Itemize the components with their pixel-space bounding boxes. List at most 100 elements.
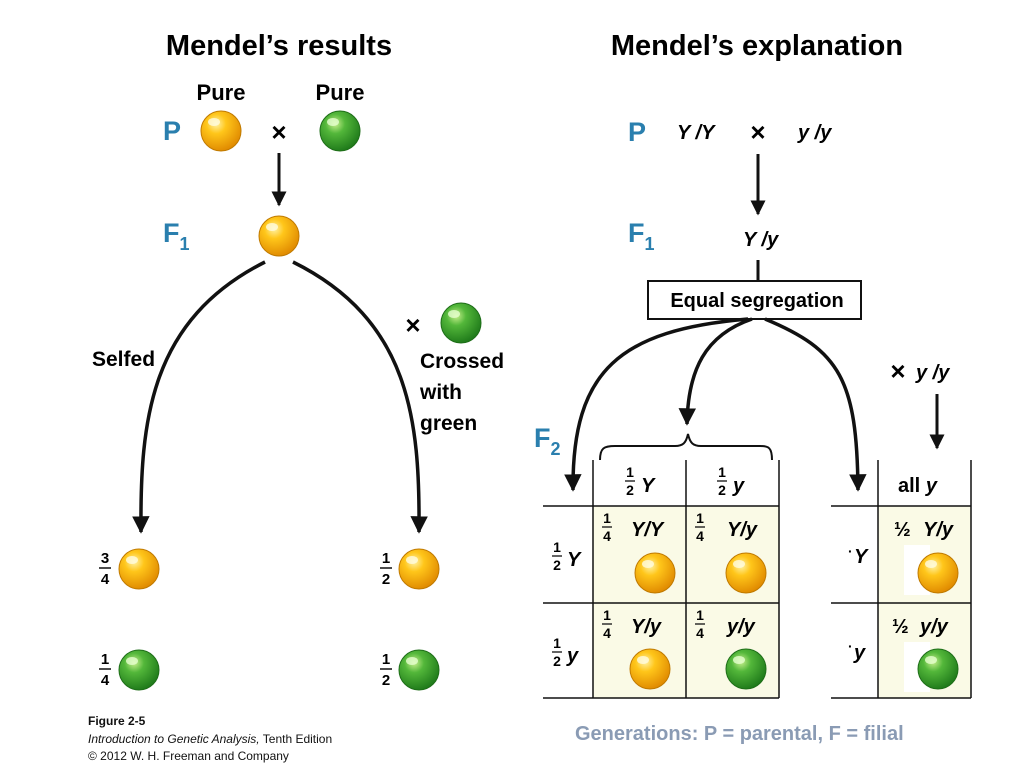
selfed-label: Selfed [92,348,155,371]
left-title: Mendel’s results [166,30,392,62]
punnett-cell-Yy-top: 1 4 Y/y [695,510,767,594]
book-title: Introduction to Genetic Analysis, [88,732,260,746]
crossed-yellow-ratio: 1 2 [380,550,392,588]
right-title: Mendel’s explanation [611,30,903,62]
crossed-label-line-2: with [419,381,462,404]
svg-text:1: 1 [101,651,109,668]
column-header-Y: 1 2 Y [625,464,656,498]
svg-text:2: 2 [626,482,634,498]
book-edition: Tenth Edition [259,732,333,746]
testcross-cross-symbol-right: × [890,356,905,386]
figure-number: Figure 2-5 [88,714,146,728]
svg-text:2: 2 [553,653,561,669]
green-pea-icon [725,648,767,690]
svg-text:1: 1 [382,651,390,668]
segregation-to-punnett-rows-arrow [564,317,749,492]
yellow-pea-icon [917,552,959,594]
svg-text:1: 1 [603,510,611,526]
testcross-genotype: y /y [915,362,950,384]
column-header-y: 1 2 y [717,464,745,498]
cross-symbol: × [271,117,286,147]
parent-genotype-yy-recessive: y /y [797,122,832,144]
pure-label-yellow: Pure [197,80,246,105]
svg-text:4: 4 [696,625,704,641]
svg-text:1: 1 [718,464,726,480]
svg-text:y: y [566,645,579,667]
svg-text:1: 1 [553,635,561,651]
svg-text:y/y: y/y [919,616,949,638]
punnett-square [543,460,780,699]
testcross-green-pea-icon [440,302,482,344]
right-f1-label: F1 [628,218,655,254]
svg-text:3: 3 [101,550,109,567]
pure-label-green: Pure [316,80,365,105]
testcross-row-fragment-bottom: · [848,638,853,654]
svg-text:Y: Y [567,549,582,571]
testcross-row-fragment-top: · [848,543,853,559]
left-p-label: P [163,116,181,146]
book-citation: Introduction to Genetic Analysis, Tenth … [88,732,332,746]
selfed-yellow-pea-icon [118,548,160,590]
testcross-column-header: all y [898,475,938,497]
svg-text:1: 1 [696,607,704,623]
right-cross-symbol: × [750,117,765,147]
selfed-arrow [132,260,266,534]
svg-text:Y/y: Y/y [631,616,662,638]
f2-label: F2 [534,423,561,459]
svg-text:2: 2 [382,672,390,689]
svg-text:½: ½ [894,519,911,541]
svg-text:2: 2 [718,482,726,498]
svg-text:Y: Y [641,475,656,497]
punnett-cell-YY: 1 4 Y/Y [602,510,676,594]
svg-text:½: ½ [892,616,909,638]
testcross-cell-top: ½ Y/y [894,519,959,594]
svg-text:4: 4 [603,625,611,641]
yellow-pea-icon [200,110,242,152]
f1-genotype: Y /y [743,229,779,251]
generations-note: Generations: P = parental, F = filial [575,723,904,745]
copyright-line: © 2012 W. H. Freeman and Company [88,749,289,763]
svg-text:2: 2 [553,557,561,573]
svg-text:1: 1 [382,550,390,567]
segregation-box [647,280,862,320]
svg-text:1: 1 [553,539,561,555]
svg-text:y: y [732,475,745,497]
selfed-green-pea-icon [118,649,160,691]
svg-text:Y/y: Y/y [923,519,954,541]
testcross-row-Y: Y [854,546,869,568]
crossed-arrow [292,260,428,534]
svg-text:Y/Y: Y/Y [631,519,665,541]
svg-text:2: 2 [382,571,390,588]
crossed-green-pea-icon [398,649,440,691]
crossed-label-line-1: Crossed [420,350,504,373]
left-f1-label: F1 [163,218,190,254]
testcross-cell-bottom: ½ y/y [892,616,959,690]
crossed-label-line-3: green [420,412,477,435]
segregation-label: Equal segregation [670,290,843,312]
right-p-label: P [628,117,646,147]
yellow-pea-icon [725,552,767,594]
svg-text:1: 1 [696,510,704,526]
yellow-pea-icon [629,648,671,690]
green-pea-icon [917,648,959,690]
punnett-cell-Yy-bottom: 1 4 Y/y [602,607,671,690]
svg-text:1: 1 [626,464,634,480]
crossed-yellow-pea-icon [398,548,440,590]
segregation-to-testcross-arrow [764,317,867,492]
column-brace [599,433,773,461]
punnett-cell-yy: 1 4 y/y [695,607,767,690]
selfed-yellow-ratio: 3 4 [99,550,111,588]
segregation-to-punnett-columns-arrow [678,317,753,426]
svg-text:4: 4 [696,528,704,544]
svg-text:4: 4 [101,672,110,689]
parent-genotype-yy-dominant: Y /Y [677,122,716,144]
testcross-row-y: y [853,642,866,664]
row-header-y: 1 2 y [552,635,579,669]
svg-text:y/y: y/y [726,616,756,638]
crossed-green-ratio: 1 2 [380,651,392,689]
selfed-green-ratio: 1 4 [99,651,111,689]
row-header-Y: 1 2 Y [552,539,582,573]
yellow-pea-icon [634,552,676,594]
f1-yellow-pea-icon [258,215,300,257]
